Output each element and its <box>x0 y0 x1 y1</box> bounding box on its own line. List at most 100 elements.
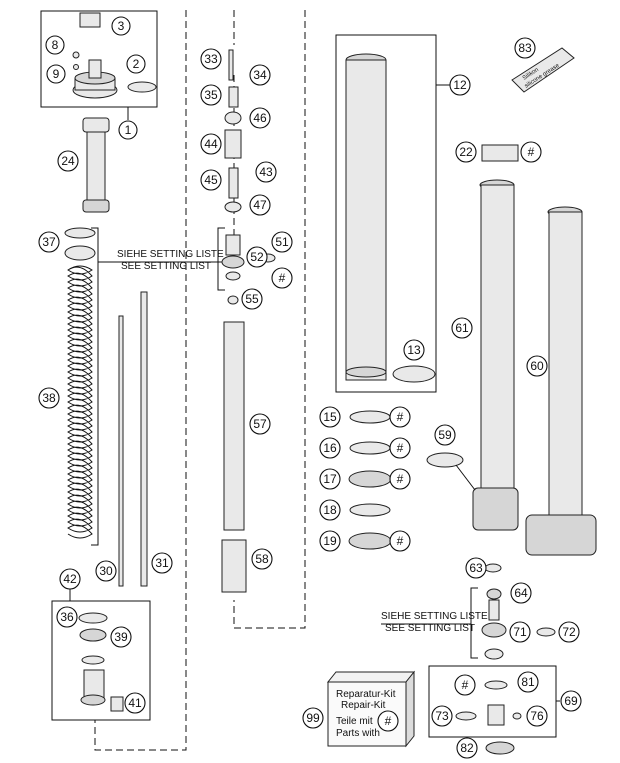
fork-leg-61 <box>472 179 519 531</box>
callout-hash-69[interactable]: # <box>454 674 476 696</box>
svg-text:31: 31 <box>155 556 169 570</box>
repair-kit-box: Reparatur-Kit Repair-Kit Teile mit Parts… <box>326 670 416 748</box>
dashed-connector-left <box>94 10 187 751</box>
callout-43[interactable]: 43 <box>255 161 277 183</box>
callout-51[interactable]: 51 <box>271 231 293 253</box>
callout-64[interactable]: 64 <box>510 582 532 604</box>
callout-hash-kit[interactable]: # <box>377 710 399 732</box>
callout-81[interactable]: 81 <box>517 671 539 693</box>
svg-text:18: 18 <box>323 503 337 517</box>
svg-text:99: 99 <box>306 711 320 725</box>
callout-31[interactable]: 31 <box>151 552 173 574</box>
callout-36[interactable]: 36 <box>56 606 78 628</box>
svg-text:83: 83 <box>518 41 532 55</box>
callout-2[interactable]: 2 <box>126 54 146 74</box>
svg-text:43: 43 <box>259 165 273 179</box>
callout-83[interactable]: 83 <box>514 37 536 59</box>
callout-22[interactable]: 22 <box>455 141 477 163</box>
washer-37a <box>64 227 96 239</box>
callout-69[interactable]: 69 <box>560 690 582 712</box>
callout-hash-17[interactable]: # <box>389 468 411 490</box>
callout-38[interactable]: 38 <box>38 387 60 409</box>
svg-text:52: 52 <box>250 250 264 264</box>
callout-8[interactable]: 8 <box>45 35 65 55</box>
svg-text:44: 44 <box>204 137 218 151</box>
svg-text:42: 42 <box>63 572 77 586</box>
svg-text:30: 30 <box>99 564 113 578</box>
callout-52[interactable]: 52 <box>246 246 268 268</box>
svg-text:#: # <box>397 410 404 424</box>
callout-hash-15[interactable]: # <box>389 406 411 428</box>
svg-text:35: 35 <box>204 88 218 102</box>
svg-text:63: 63 <box>469 561 483 575</box>
bracket-left <box>91 227 99 546</box>
callout-39[interactable]: 39 <box>110 626 132 648</box>
callout-15[interactable]: 15 <box>319 406 341 428</box>
callout-55[interactable]: 55 <box>241 288 263 310</box>
callout-82[interactable]: 82 <box>456 737 478 759</box>
svg-text:81: 81 <box>521 675 535 689</box>
setting-list-en-lower: SEE SETTING LIST <box>385 623 475 634</box>
callout-hash-51[interactable]: # <box>271 267 293 289</box>
callout-34[interactable]: 34 <box>249 64 271 86</box>
kit-label-en: Repair-Kit <box>341 700 386 711</box>
callout-57[interactable]: 57 <box>249 413 271 435</box>
callout-73[interactable]: 73 <box>431 705 453 727</box>
callout-61[interactable]: 61 <box>451 317 473 339</box>
callout-13[interactable]: 13 <box>403 339 425 361</box>
callout-33[interactable]: 33 <box>200 48 222 70</box>
callout-76[interactable]: 76 <box>526 705 548 727</box>
svg-text:69: 69 <box>564 694 578 708</box>
callout-58[interactable]: 58 <box>251 548 273 570</box>
svg-text:36: 36 <box>60 610 74 624</box>
svg-text:76: 76 <box>530 709 544 723</box>
setting-list-de-upper: SIEHE SETTING LISTE <box>117 249 224 260</box>
svg-text:#: # <box>397 441 404 455</box>
callout-60[interactable]: 60 <box>526 355 548 377</box>
svg-text:34: 34 <box>253 68 267 82</box>
callout-30[interactable]: 30 <box>95 560 117 582</box>
svg-text:1: 1 <box>125 123 132 137</box>
callout-3[interactable]: 3 <box>111 16 131 36</box>
callout-46[interactable]: 46 <box>249 107 271 129</box>
callout-12[interactable]: 12 <box>449 74 471 96</box>
svg-text:73: 73 <box>435 709 449 723</box>
callout-45[interactable]: 45 <box>200 169 222 191</box>
callout-hash-19[interactable]: # <box>389 530 411 552</box>
callout-1[interactable]: 1 <box>118 120 138 140</box>
callout-71[interactable]: 71 <box>509 621 531 643</box>
svg-text:13: 13 <box>407 343 421 357</box>
callout-9[interactable]: 9 <box>46 64 66 84</box>
callout-hash-22[interactable]: # <box>520 141 542 163</box>
svg-text:#: # <box>528 145 535 159</box>
callout-24[interactable]: 24 <box>57 150 79 172</box>
callout-16[interactable]: 16 <box>319 437 341 459</box>
svg-text:8: 8 <box>52 38 59 52</box>
svg-text:72: 72 <box>562 625 576 639</box>
callout-72[interactable]: 72 <box>558 621 580 643</box>
callout-47[interactable]: 47 <box>249 194 271 216</box>
callout-99[interactable]: 99 <box>302 707 324 729</box>
callout-63[interactable]: 63 <box>465 557 487 579</box>
svg-text:38: 38 <box>42 391 56 405</box>
callout-59[interactable]: 59 <box>434 424 456 446</box>
callout-19[interactable]: 19 <box>319 530 341 552</box>
svg-text:#: # <box>397 472 404 486</box>
callout-41[interactable]: 41 <box>124 692 146 714</box>
callout-37[interactable]: 37 <box>38 231 60 253</box>
dashed-connector-right <box>233 10 306 629</box>
callout-17[interactable]: 17 <box>319 468 341 490</box>
callout-42[interactable]: 42 <box>59 568 81 590</box>
middle-column-parts <box>221 49 276 593</box>
kit-parts-with: Parts with <box>336 728 380 739</box>
svg-text:61: 61 <box>455 321 469 335</box>
svg-text:12: 12 <box>453 78 467 92</box>
callout-35[interactable]: 35 <box>200 84 222 106</box>
callout-44[interactable]: 44 <box>200 133 222 155</box>
svg-text:41: 41 <box>128 696 142 710</box>
callout-hash-16[interactable]: # <box>389 437 411 459</box>
svg-text:2: 2 <box>133 57 140 71</box>
callout-18[interactable]: 18 <box>319 499 341 521</box>
setting-list-en-upper: SEE SETTING LIST <box>121 261 211 272</box>
